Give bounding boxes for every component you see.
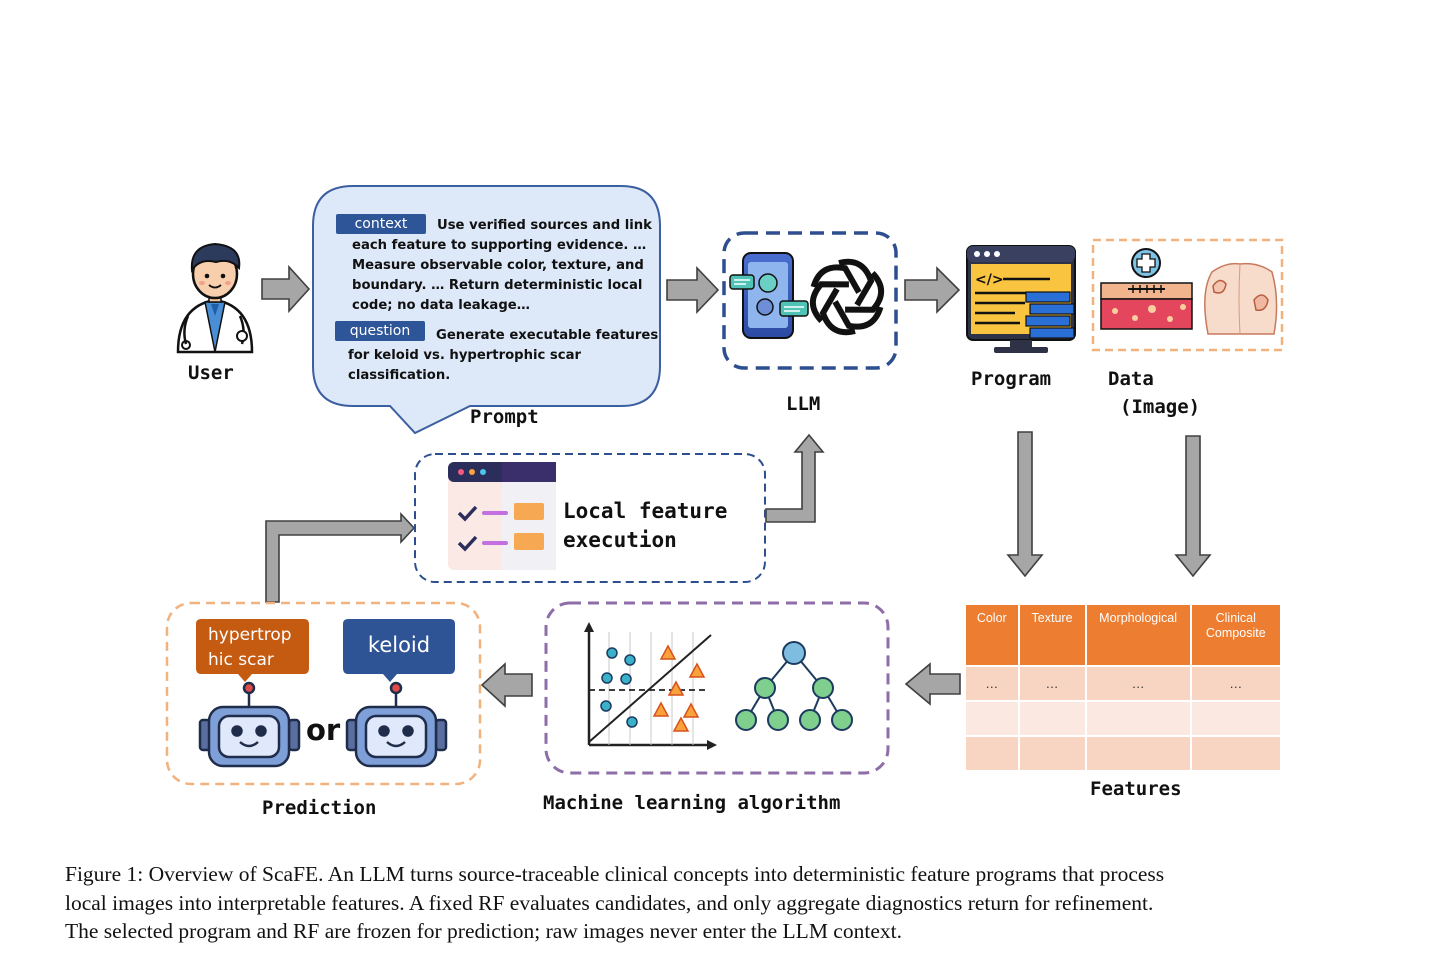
code-monitor-icon: </> <box>966 245 1076 353</box>
data-label-sub: (Image) <box>1120 396 1201 418</box>
local-feature-label: Local feature <box>563 499 728 523</box>
table-cell <box>1018 735 1087 770</box>
prediction-frame <box>165 601 482 786</box>
bubble-left-text: hypertrop hic scar <box>208 623 292 673</box>
program-label: Program <box>971 368 1052 390</box>
caption-line: local images into interpretable features… <box>65 890 1154 915</box>
context-line: code; no data leakage… <box>352 298 530 313</box>
table-cell <box>1085 735 1192 770</box>
table-cell <box>1190 700 1280 736</box>
arrow-program-down <box>1006 431 1044 578</box>
llm-label: LLM <box>786 393 821 415</box>
table-cell <box>1018 700 1087 736</box>
body-lesion-icon <box>1204 262 1278 335</box>
table-cell: … <box>1085 665 1192 701</box>
prompt-bubble-shape <box>312 185 661 435</box>
features-header: Clinical Composite <box>1190 605 1280 666</box>
arrow-data-down <box>1174 435 1212 578</box>
arrow-user-to-prompt <box>261 264 311 314</box>
robot-icon <box>345 681 448 768</box>
context-line: Measure observable color, texture, and <box>352 258 644 273</box>
doctor-icon <box>176 242 254 354</box>
table-cell <box>966 700 1020 736</box>
question-line: classification. <box>348 368 451 383</box>
caption-line: The selected program and RF are frozen f… <box>65 919 902 943</box>
table-cell: … <box>1018 665 1087 701</box>
context-tag: context <box>336 214 426 234</box>
local-feature-label-sub: execution <box>563 528 677 552</box>
table-cell: … <box>966 665 1020 701</box>
bubble-left-shape <box>196 619 309 682</box>
table-cell <box>1085 700 1192 736</box>
prompt-label: Prompt <box>470 406 539 428</box>
features-header: Texture <box>1018 605 1087 666</box>
data-frame <box>1091 238 1284 352</box>
checklist-icon <box>448 462 556 570</box>
llm-frame <box>722 231 898 370</box>
figure-caption: Figure 1: Overview of ScaFE. An LLM turn… <box>65 860 1385 946</box>
arrows <box>261 264 1212 708</box>
ml-label: Machine learning algorithm <box>543 792 841 814</box>
table-cell: … <box>1190 665 1280 701</box>
arrow-ml-to-prediction <box>480 662 533 708</box>
caption-line: Figure 1: Overview of ScaFE. An LLM turn… <box>65 862 1165 886</box>
robot-icon <box>198 681 301 768</box>
arrow-llm-to-program <box>904 266 961 314</box>
question-line: Generate executable features <box>436 328 659 343</box>
arrow-prediction-to-local <box>265 511 416 603</box>
svg-text:</>: </> <box>975 272 1004 288</box>
table-row <box>966 735 1280 770</box>
bubble-right-shape <box>343 619 455 682</box>
table-row <box>966 700 1280 736</box>
context-line: each feature to supporting evidence. … <box>352 238 647 253</box>
features-header: Color <box>966 605 1020 666</box>
skin-layer-icon <box>1100 248 1193 330</box>
features-header: Morphological <box>1085 605 1192 666</box>
features-header-row: Color Texture Morphological Clinical Com… <box>966 605 1280 666</box>
scatter-plot-icon <box>584 622 717 750</box>
features-table: Color Texture Morphological Clinical Com… <box>966 605 1280 770</box>
arrow-prompt-to-llm <box>666 266 720 314</box>
table-cell <box>966 735 1020 770</box>
arrow-local-to-llm <box>765 433 825 523</box>
local-frame <box>414 453 766 583</box>
features-label: Features <box>1090 778 1182 800</box>
question-line: for keloid vs. hypertrophic scar <box>348 348 581 363</box>
openai-logo-icon <box>809 258 885 336</box>
decision-tree-icon <box>735 641 853 731</box>
ml-frame <box>544 601 890 775</box>
bubble-right-text: keloid <box>367 633 431 657</box>
question-tag: question <box>335 321 425 341</box>
phone-chat-icon <box>729 252 809 339</box>
bubble-left-line: hypertrop <box>208 625 292 645</box>
user-label: User <box>188 362 234 384</box>
arrow-features-to-ml <box>904 662 961 706</box>
table-cell <box>1190 735 1280 770</box>
context-line: Use verified sources and link <box>437 218 652 233</box>
table-row: … … … … <box>966 665 1280 701</box>
or-text: or <box>306 713 341 747</box>
data-label: Data <box>1108 368 1154 390</box>
bubble-left-line: hic scar <box>208 650 274 670</box>
context-line: boundary. … Return deterministic local <box>352 278 643 293</box>
prediction-label: Prediction <box>262 797 377 819</box>
